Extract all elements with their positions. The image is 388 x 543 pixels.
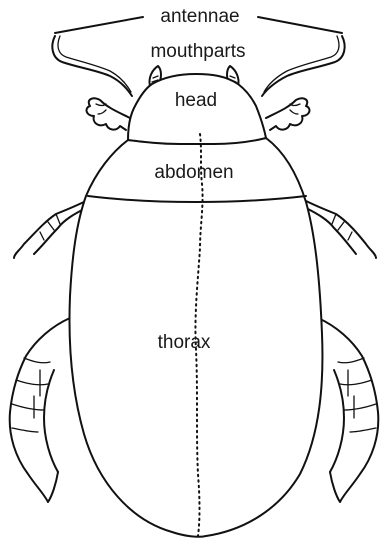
label-thorax: thorax: [158, 332, 211, 353]
hind-leg-left: [10, 318, 70, 502]
antenna-right: [262, 36, 345, 96]
front-leg-left: [87, 98, 130, 130]
label-antennae: antennae: [160, 6, 239, 27]
antenna-left: [52, 36, 132, 96]
front-leg-right: [266, 98, 309, 130]
hind-leg-right: [318, 318, 378, 502]
label-mouthparts: mouthparts: [150, 41, 245, 62]
label-head: head: [175, 90, 217, 111]
label-abdomen: abdomen: [154, 162, 233, 183]
